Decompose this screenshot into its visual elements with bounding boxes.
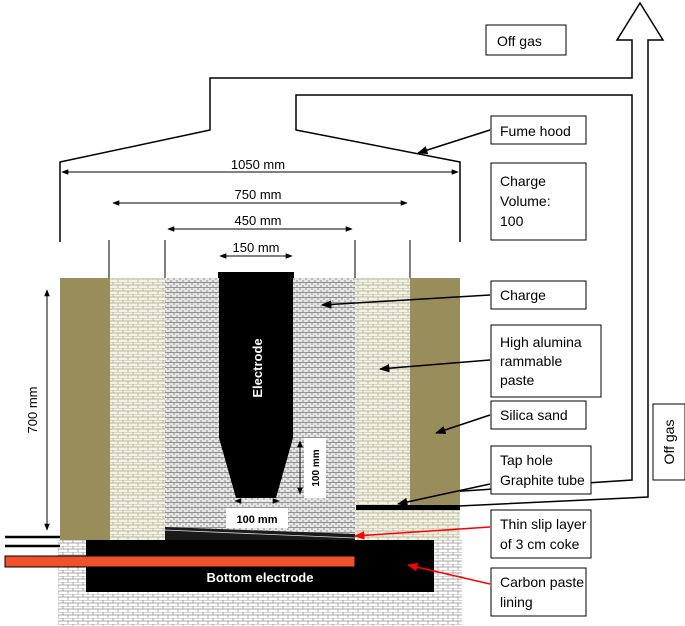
- carbon-paste-line1: Carbon paste: [500, 574, 584, 590]
- silica-sand-label: Silica sand: [500, 407, 568, 423]
- dim-100h-text: 100 mm: [237, 514, 278, 526]
- high-alumina-line2: rammable: [500, 353, 562, 369]
- dim-700-text: 700 mm: [25, 387, 40, 434]
- tap-hole-line1: Tap hole: [500, 452, 553, 468]
- dim-150-text: 150 mm: [233, 240, 280, 255]
- alumina-paste-left: [110, 278, 165, 540]
- coke-slip-layer: [165, 527, 355, 542]
- thin-slip-arrow: [353, 526, 491, 540]
- charge-arrow: [320, 294, 491, 309]
- fume-hood-label: Fume hood: [500, 123, 571, 139]
- dim-1050-text: 1050 mm: [231, 157, 285, 172]
- tap-hole-tube: [356, 505, 460, 510]
- tap-hole-line2: Graphite tube: [500, 472, 585, 488]
- high-alumina-line3: paste: [500, 372, 534, 388]
- alumina-paste-right: [355, 278, 410, 506]
- thin-slip-line2: of 3 cm coke: [500, 536, 580, 552]
- charge-label: Charge: [500, 287, 546, 303]
- electrode: [218, 272, 294, 498]
- charge-volume-line2: Volume:: [500, 193, 551, 209]
- silica-arrow: [435, 414, 491, 434]
- charge-volume-line1: Charge: [500, 173, 546, 189]
- silica-sand-left: [60, 278, 110, 540]
- charge-volume-line3: 100: [500, 213, 524, 229]
- electrode-label: Electrode: [250, 338, 265, 397]
- fume-hood-arrow: [416, 129, 491, 155]
- bottom-electrode-label: Bottom electrode: [207, 570, 314, 585]
- off-gas-top-label: Off gas: [497, 33, 542, 49]
- carbon-paste-line2: lining: [500, 594, 533, 610]
- alumina-arrow: [378, 359, 491, 373]
- bottom-electrode-bar: [4, 555, 356, 568]
- carbon-paste-arrow: [406, 563, 491, 585]
- off-gas-side-label: Off gas: [661, 420, 677, 465]
- fume-hood-outline: [59, 1, 665, 510]
- reactor-boundary-lines: [108, 240, 411, 278]
- high-alumina-line1: High alumina: [500, 334, 582, 350]
- silica-sand-right: [410, 278, 460, 506]
- tap-hole-arrow: [396, 483, 491, 507]
- dim-750-text: 750 mm: [235, 187, 282, 202]
- dim-450-text: 450 mm: [235, 213, 282, 228]
- dim-100v-text: 100 mm: [311, 449, 322, 486]
- thin-slip-line1: Thin slip layer: [500, 516, 587, 532]
